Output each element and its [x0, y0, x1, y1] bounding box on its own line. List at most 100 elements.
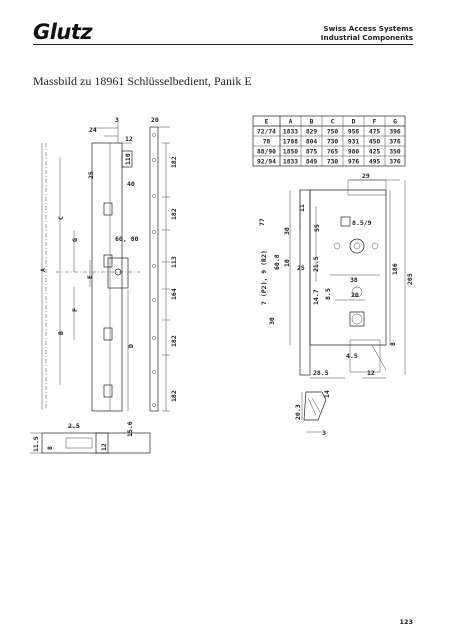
dim-20: 20 [151, 116, 159, 124]
table-cell: 730 [327, 159, 339, 166]
dim-20-3: 20.3 [294, 404, 302, 420]
dim-113: 113 [170, 256, 178, 268]
dim-14: 14 [323, 390, 331, 398]
dim-24: 24 [89, 126, 97, 134]
page-title: Massbild zu 18961 Schlüsselbedient, Pani… [33, 74, 252, 88]
table-header-cell: B [310, 119, 314, 126]
glutz-logo: Glutz [33, 20, 93, 44]
dim-55: 55 [313, 224, 321, 232]
dim-12-r: 12 [367, 369, 375, 377]
lock-side-view: 3 24 12 20 110 182 182 113 164 182 18 [39, 116, 178, 412]
table-cell: 396 [389, 129, 401, 136]
table-cell: 976 [348, 159, 360, 166]
label-g: G [71, 238, 79, 242]
lock-cross-section: 2.5 11.5 8 12 15.6 [30, 421, 151, 454]
dim-12-b: 12 [100, 443, 108, 451]
table-header-cell: F [373, 119, 377, 126]
dim-20-r: 20 [351, 291, 359, 299]
table-cell: 92/94 [257, 159, 276, 166]
table-cell: 765 [327, 149, 339, 156]
table-header-cell: C [331, 119, 335, 126]
dim-186: 186 [391, 263, 399, 275]
table-cell: 1833 [283, 159, 298, 166]
dim-60-8: 60.8 [273, 254, 281, 270]
label-e: E [86, 275, 94, 279]
company-line-1: Swiss Access Systems [323, 24, 413, 33]
screw-hole [152, 298, 156, 302]
dim-30-bottom: 30 [268, 317, 276, 325]
dim-8-5: 8.5 [324, 288, 332, 300]
table-cell: 931 [348, 139, 360, 146]
label-b: B [57, 331, 65, 335]
table-cell: 1788 [283, 139, 298, 146]
dim-25-r: 25 [297, 264, 305, 272]
table-cell: 88/90 [257, 149, 276, 156]
company-tagline: Swiss Access Systems Industrial Componen… [321, 24, 413, 42]
dim-182-c: 182 [170, 335, 178, 347]
dim-110: 110 [124, 153, 132, 165]
table-cell: 1850 [283, 149, 298, 156]
screw-hole [152, 264, 156, 268]
table-cell: 450 [369, 139, 381, 146]
table-cell: 804 [306, 139, 318, 146]
table-cell: 425 [369, 149, 381, 156]
dim-12: 12 [125, 135, 133, 143]
dim-182-b: 182 [170, 208, 178, 220]
dim-4-5: 4.5 [346, 352, 358, 360]
table-cell: 849 [306, 159, 318, 166]
dim-8: 8 [46, 446, 54, 450]
dim-21-5: 21.5 [312, 256, 320, 272]
dim-25: 25 [87, 171, 95, 179]
dim-15-6: 15.6 [126, 421, 134, 437]
table-cell: 376 [389, 159, 401, 166]
screw-hole [152, 194, 156, 198]
table-header-cell: A [289, 119, 293, 126]
table-cell: 875 [306, 149, 318, 156]
dim-10-r: 10 [283, 259, 291, 267]
table-cell: 495 [369, 159, 381, 166]
screw-hole [152, 336, 156, 340]
lock-case-front-view: 29 11 77 30 10 55 8.5/9 60.8 7 (P2), 9 (… [258, 172, 414, 379]
dim-60-80: 60, 80 [115, 235, 139, 243]
table-cell: 72/74 [257, 129, 276, 136]
dim-2-5: 2.5 [68, 422, 80, 430]
company-line-2: Industrial Components [320, 33, 413, 42]
table-cell: 829 [306, 129, 318, 136]
screw-hole [152, 370, 156, 374]
dim-3-r: 3 [322, 429, 326, 437]
page-number: 123 [399, 618, 413, 626]
dim-14-7: 14.7 [312, 289, 320, 305]
table-cell: 78 [263, 139, 271, 146]
dim-8-r: 8 [389, 342, 397, 346]
table-cell: 980 [348, 149, 360, 156]
dim-29: 29 [362, 172, 370, 180]
table-cell: 1833 [283, 129, 298, 136]
dim-40: 40 [127, 180, 135, 188]
header-rule [33, 44, 413, 45]
table-cell: 956 [348, 129, 360, 136]
dim-77: 77 [258, 218, 266, 226]
screw-hole [152, 133, 156, 137]
latch-detail: 14 20.3 3 [294, 390, 331, 437]
table-header-cell: G [393, 119, 397, 126]
dim-38: 38 [350, 276, 358, 284]
dim-11-5: 11.5 [32, 436, 40, 452]
label-d: D [127, 344, 135, 348]
table-header-cell: D [352, 119, 356, 126]
screw-hole [152, 403, 156, 407]
table-cell: 750 [327, 129, 339, 136]
dim-205: 205 [406, 273, 414, 285]
table-header-cell: E [265, 119, 269, 126]
table-cell: 730 [327, 139, 339, 146]
dim-30-top: 30 [283, 227, 291, 235]
label-a: A [39, 268, 47, 272]
dim-8-5-9: 8.5/9 [352, 219, 372, 227]
dim-164: 164 [170, 288, 178, 300]
label-c: C [57, 216, 65, 220]
table-cell: 376 [389, 139, 401, 146]
dim-3: 3 [115, 116, 119, 124]
dimension-table: E A B C D F G 72/74 1833 829 750 956 475 396 78 1788 804… [252, 115, 406, 167]
table-cell: 475 [369, 129, 381, 136]
dim-11-r: 11 [298, 204, 306, 212]
